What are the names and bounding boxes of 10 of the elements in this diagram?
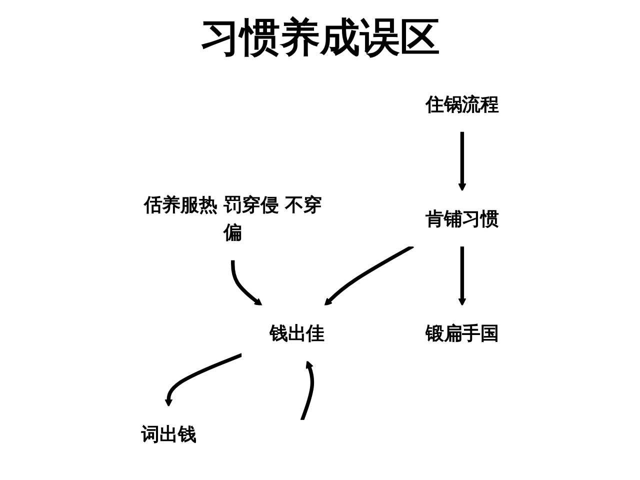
arrow	[458, 246, 466, 306]
arrow	[231, 260, 262, 306]
node-text: 词出钱	[141, 423, 196, 446]
arrow	[300, 360, 314, 421]
node-text: 佸养服热 罚穿侵 不穿偏	[144, 194, 322, 244]
arrow	[458, 131, 466, 192]
node-text: 肯铺习惯	[426, 208, 499, 230]
arrow	[324, 244, 414, 306]
diagram-title: 习惯养成误区	[199, 14, 441, 63]
arrow	[164, 353, 243, 407]
